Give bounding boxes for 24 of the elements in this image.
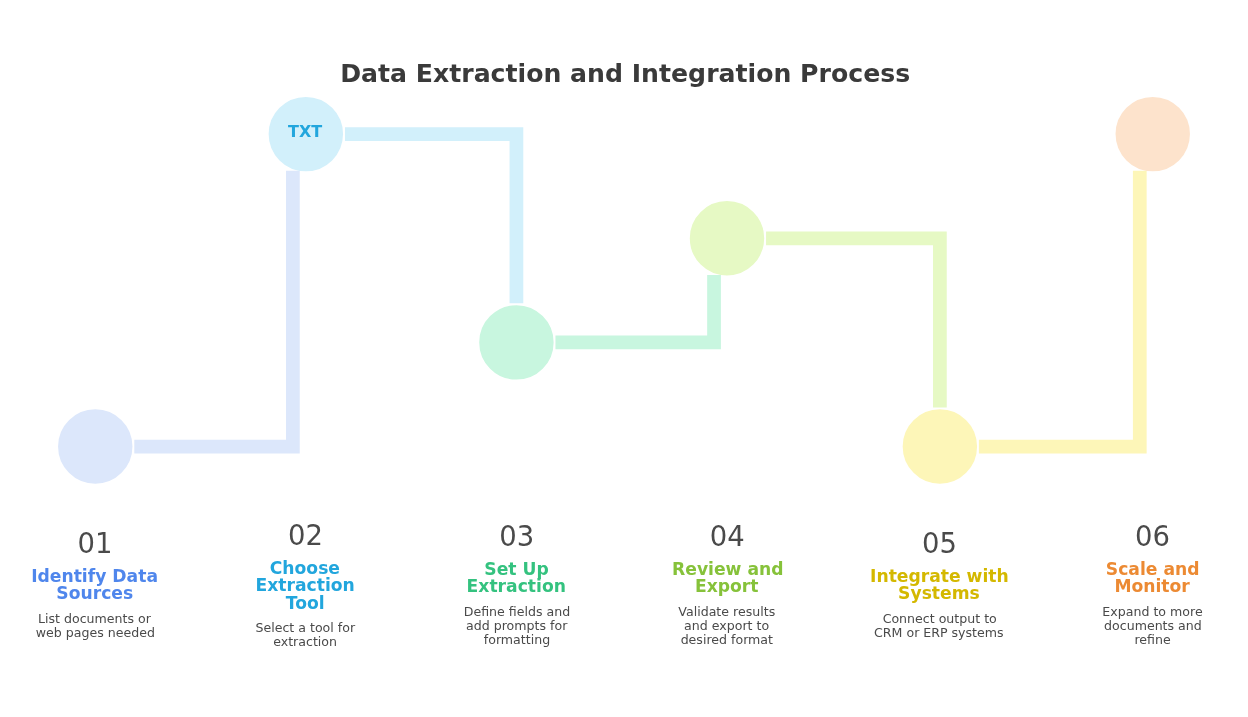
node-label: Integrate with Systems: [870, 565, 1009, 603]
node-label: Set Up Extraction: [466, 558, 566, 596]
node-label: Select a tool for extraction: [255, 619, 356, 649]
node-label: 04: [709, 520, 745, 552]
node-label: 02: [288, 519, 324, 551]
connector: [555, 274, 721, 349]
connector: [344, 126, 524, 303]
node-label: Scale and Monitor: [1105, 558, 1200, 596]
node-label: 06: [1135, 520, 1170, 552]
node-label: Identify Data Sources: [31, 565, 158, 603]
node-label: Connect output to CRM or ERP systems: [874, 610, 1004, 640]
node-label: 03: [499, 520, 535, 552]
node-label: Review and Export: [672, 558, 784, 596]
node-label: Expand to more documents and refine: [1102, 603, 1203, 647]
node-label: 05: [922, 527, 958, 559]
connector: [978, 170, 1147, 453]
node-label: Validate results and export to desired format: [678, 603, 776, 647]
diagram-title: Data Extraction and Integration Process: [340, 58, 911, 88]
node-label: Define fields and add prompts for formatting: [463, 603, 571, 647]
node-label: Choose Extraction Tool: [255, 557, 355, 612]
node-label: 01: [77, 527, 113, 559]
connector: [134, 170, 300, 453]
connector: [766, 230, 947, 407]
node-label: List documents or web pages needed: [35, 610, 155, 640]
